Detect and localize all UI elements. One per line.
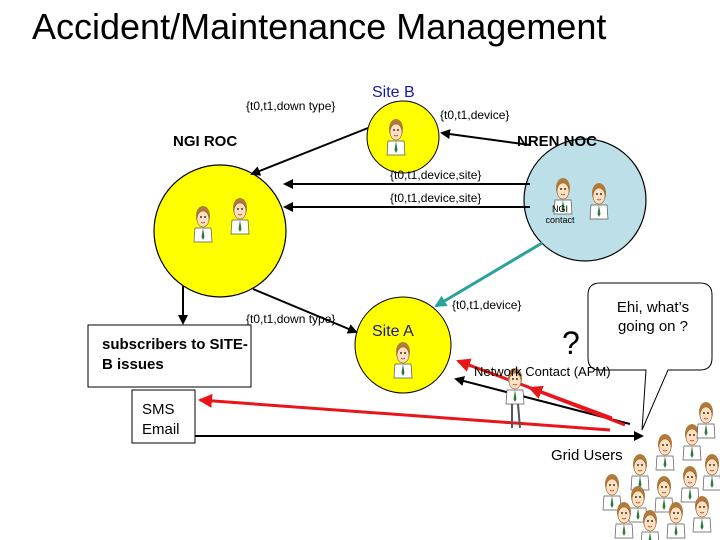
arrow-nren-noc-to-site-a-teal — [434, 241, 543, 308]
sms-email-label: SMS Email — [142, 401, 180, 438]
arrow-siteb-to-ngi-roc — [250, 127, 369, 176]
grid-users-label: Grid Users — [551, 447, 623, 464]
label-noc-notice: {t0,t1,device} — [440, 108, 510, 122]
site-b-node — [366, 100, 440, 174]
network-contact-label: Network Contact (APM) — [474, 364, 611, 379]
arrow-grid-users-to-site-a-red — [456, 358, 613, 420]
arrow-ngi-roc-to-site-a — [252, 288, 358, 334]
nren-noc-label: NREN NOC — [517, 133, 598, 150]
arrow-grid-users-to-sms-red — [198, 393, 611, 432]
nren-noc-node — [523, 138, 647, 262]
subscribers-box — [87, 324, 252, 388]
label-noc-to-roc-2: {t0,t1,device,site} — [390, 191, 482, 205]
subscribers-label: subscribers to SITE-B issues — [102, 336, 248, 373]
site-a-label: Site A — [372, 323, 414, 340]
label-noc-to-roc-1: {t0,t1,device,site} — [390, 168, 482, 182]
speech-bubble — [587, 282, 713, 431]
page-title: Accident/Maintenance Management — [32, 6, 607, 47]
label-noc-to-site-a: {t0,t1,device} — [452, 298, 522, 312]
ngi-roc-label: NGI ROC — [173, 133, 238, 150]
speech-bubble-text: Ehi, what’s going on ? — [616, 299, 690, 335]
label-roc-to-site-a: {t0,t1,down type} — [246, 312, 336, 326]
ngi-contact-label: NGI contact — [545, 204, 575, 225]
question-mark: ? — [562, 325, 580, 361]
label-siteb-to-roc: {t0,t1,down type} — [246, 99, 336, 113]
ngi-roc-node — [153, 164, 287, 298]
network-contact-person-icon — [505, 367, 525, 429]
site-b-label: Site B — [372, 84, 415, 101]
arrow-nren-noc-to-siteb — [440, 129, 531, 146]
sms-email-box — [131, 389, 196, 444]
